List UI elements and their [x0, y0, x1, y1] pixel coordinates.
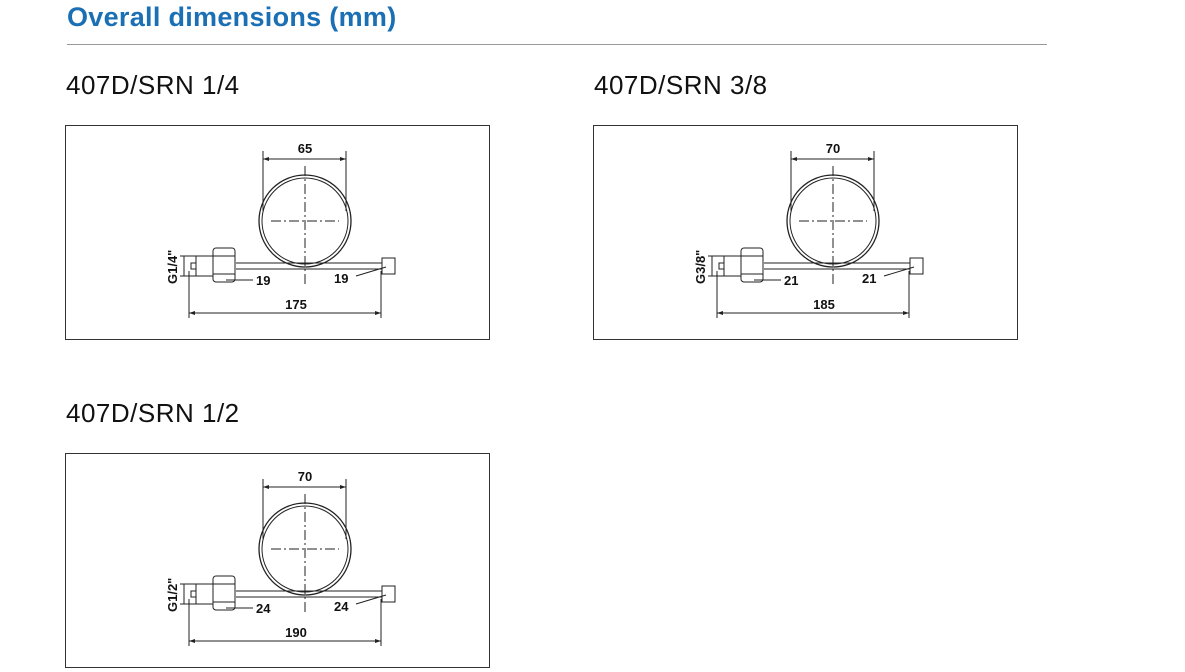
right-size-label: 19 — [334, 271, 348, 286]
thread-dimension — [180, 583, 196, 605]
pipe-icon — [190, 247, 396, 283]
thread-label: G3/8" — [693, 250, 708, 284]
page-title: Overall dimensions (mm) — [67, 2, 397, 32]
length-dimension — [188, 599, 382, 646]
pipe-icon — [190, 575, 396, 611]
model-title: 407D/SRN 1/4 — [66, 70, 240, 100]
length-label: 190 — [285, 625, 307, 640]
right-size-label: 21 — [862, 271, 876, 286]
length-dimension — [188, 271, 382, 318]
length-dimension — [716, 271, 910, 318]
diameter-label: 70 — [298, 469, 312, 484]
left-size-label: 21 — [784, 273, 798, 288]
dimension-drawing: 70 G3/8" 21 21 185 — [593, 125, 1018, 340]
model-title: 407D/SRN 3/8 — [594, 70, 768, 100]
length-label: 185 — [813, 297, 835, 312]
divider — [67, 44, 1047, 45]
dimension-drawing: 70 G1/2" 24 24 190 — [65, 453, 490, 668]
right-size-label: 24 — [334, 599, 349, 614]
coil-icon — [786, 166, 880, 286]
diameter-label: 65 — [298, 141, 312, 156]
pipe-icon — [718, 247, 924, 283]
diameter-label: 70 — [826, 141, 840, 156]
dimension-drawing: 65 G1/4" 19 19 175 — [65, 125, 490, 340]
model-title: 407D/SRN 1/2 — [66, 398, 240, 428]
left-size-label: 19 — [256, 273, 270, 288]
thread-dimension — [180, 255, 196, 277]
diameter-dimension — [262, 151, 347, 211]
thread-label: G1/2" — [165, 578, 180, 612]
left-size-label: 24 — [256, 601, 271, 616]
thread-dimension — [708, 255, 724, 277]
coil-icon — [258, 166, 352, 286]
diameter-dimension — [262, 479, 347, 539]
coil-icon — [258, 494, 352, 614]
length-label: 175 — [285, 297, 307, 312]
diameter-dimension — [790, 151, 875, 211]
thread-label: G1/4" — [165, 250, 180, 284]
